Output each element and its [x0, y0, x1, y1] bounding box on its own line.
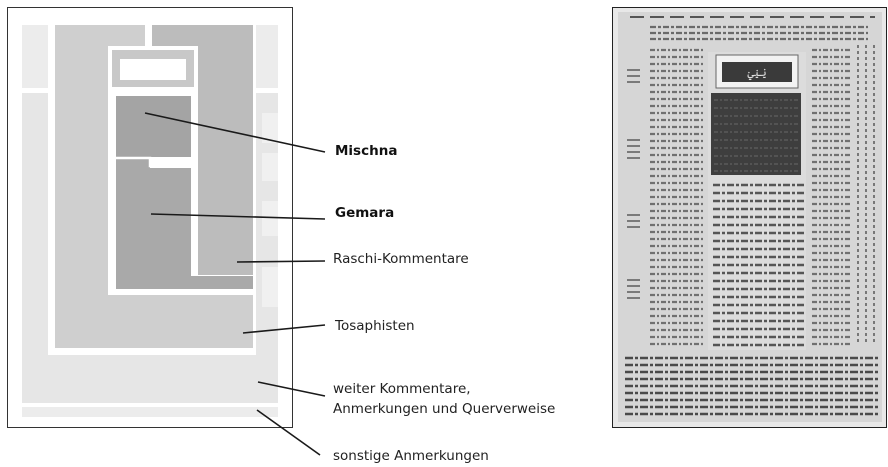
- photo-bottom-commentary: [625, 356, 878, 416]
- talmud-page-photo: ࢩࢩࢩ: [612, 7, 887, 428]
- leader-tosaphisten: [242, 324, 326, 334]
- margin-gloss-1: [262, 113, 278, 143]
- mischna-region: [116, 96, 191, 157]
- label-sonstige-anmerkungen: sonstige Anmerkungen: [333, 448, 489, 464]
- title-word: [120, 59, 186, 80]
- photo-right-column-text: [812, 48, 850, 346]
- tosaphisten-region: [55, 25, 253, 348]
- photo-title-glyphs: ࢩࢩࢩ: [747, 66, 766, 80]
- label-tosaphisten: Tosaphisten: [335, 318, 415, 334]
- leader-weitere: [257, 381, 326, 397]
- label-weitere-kommentare-line1: weiter Kommentare,: [333, 381, 471, 397]
- raschi-kommentare-region: [152, 25, 253, 275]
- sonstige-anmerkungen-region: [22, 407, 278, 417]
- leader-lines: [144, 112, 326, 456]
- mischna-gemara-divider: [116, 156, 191, 168]
- photo-gemara-text: [713, 183, 804, 347]
- photo-mischna-texture: [714, 99, 798, 172]
- label-weitere-kommentare-line2: Anmerkungen und Querverweise: [333, 401, 556, 417]
- photo-mischna-block: [711, 93, 801, 175]
- label-raschi-kommentare: Raschi-Kommentare: [333, 251, 469, 267]
- photo-left-column-text: [650, 48, 703, 346]
- photo-left-margin-glosses: [627, 69, 640, 299]
- leader-sonstige: [256, 409, 321, 456]
- side-tab-top-right: [256, 25, 278, 88]
- side-tab-top-left: [22, 25, 48, 88]
- margin-gloss-3: [262, 201, 278, 236]
- weitere-kommentare-region: [22, 93, 278, 403]
- leader-gemara: [150, 213, 326, 220]
- label-gemara: Gemara: [335, 205, 395, 221]
- leader-mischna: [144, 112, 326, 153]
- label-mischna: Mischna: [335, 143, 398, 159]
- photo-outer-text-top: [650, 25, 868, 41]
- leader-raschi: [236, 260, 326, 263]
- margin-gloss-4: [262, 267, 278, 307]
- margin-gloss-2: [262, 153, 278, 181]
- gemara-region: [116, 158, 253, 289]
- photo-title-word: [722, 62, 792, 82]
- photo-far-right-margin: [857, 45, 875, 345]
